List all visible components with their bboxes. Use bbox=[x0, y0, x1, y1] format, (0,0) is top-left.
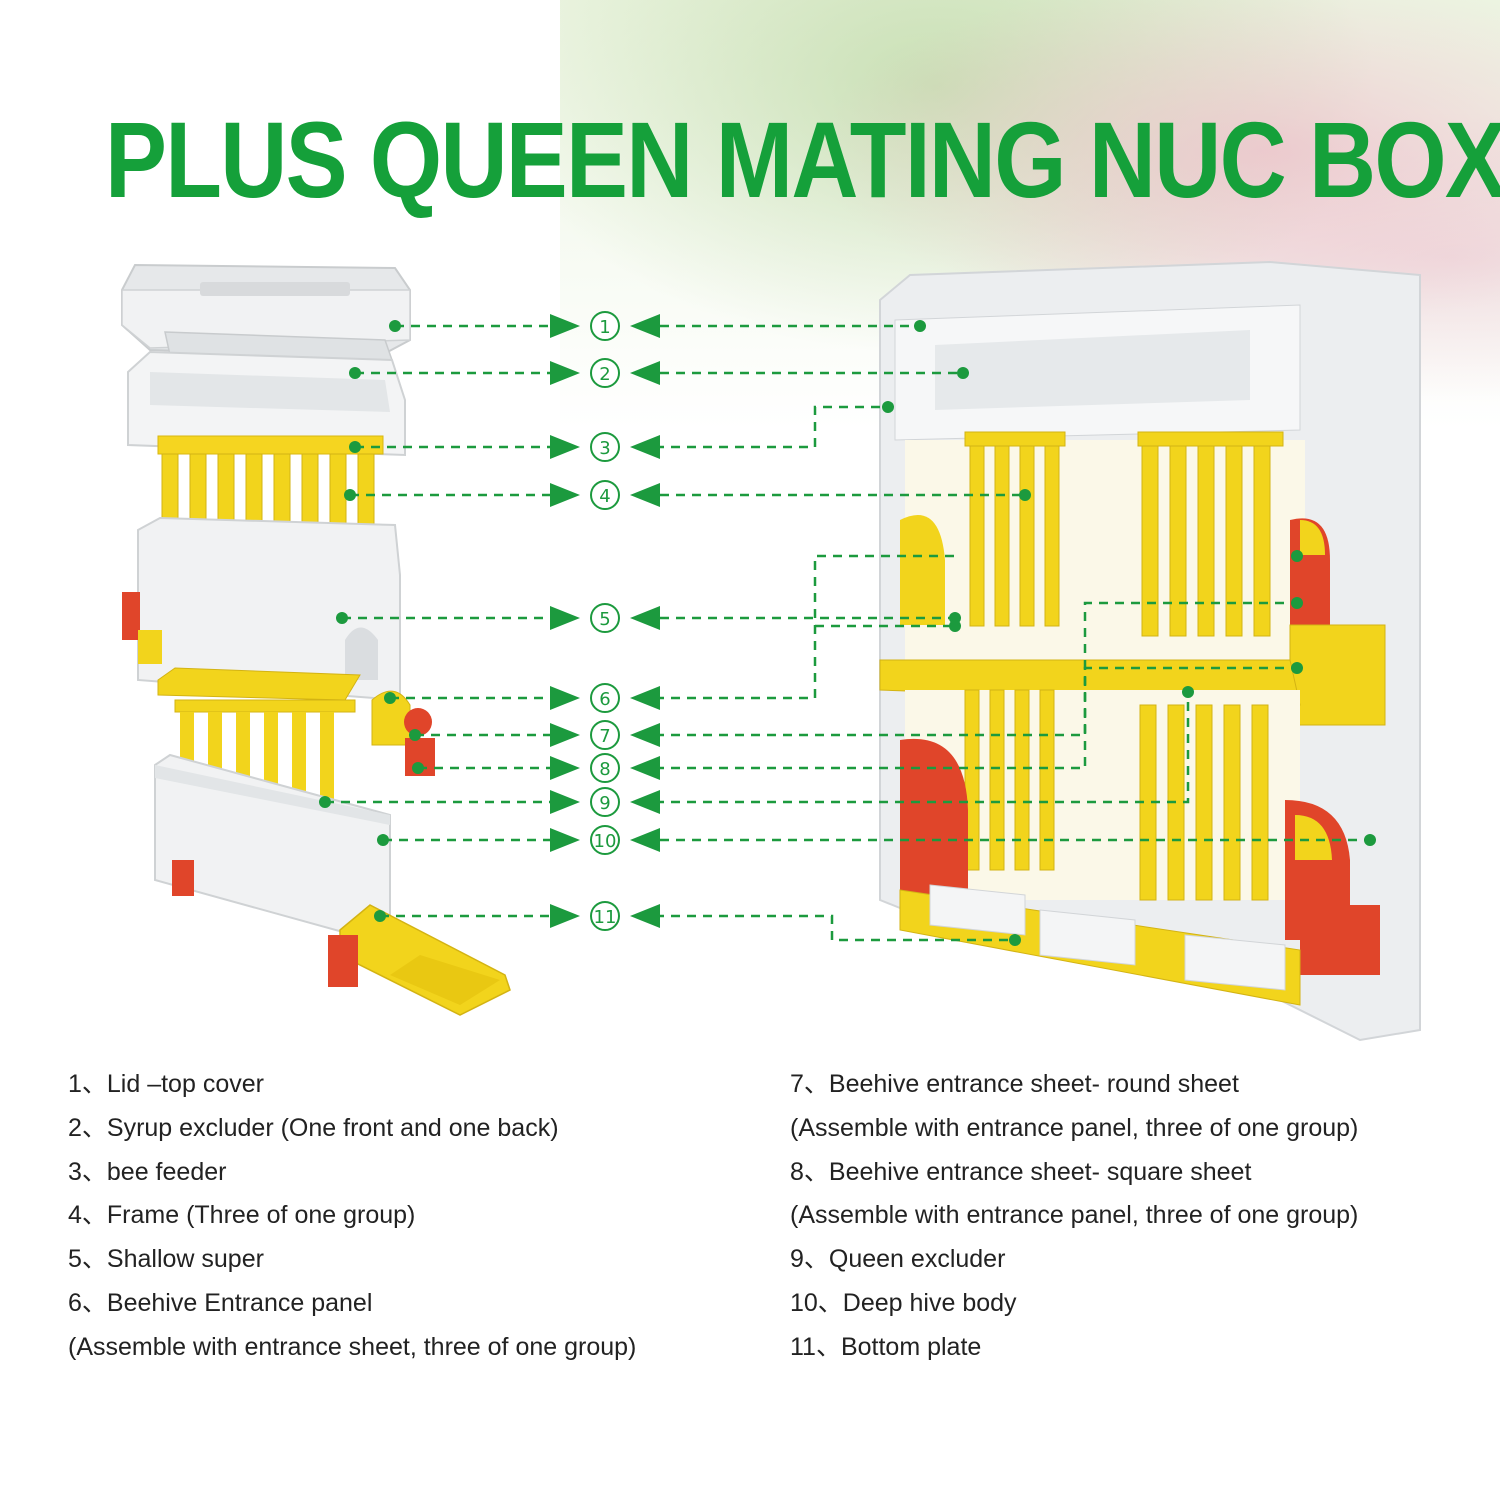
callout-9-number: 9 bbox=[599, 793, 610, 814]
legend-item-6: 6、Beehive Entrance panel bbox=[68, 1288, 373, 1317]
callout-5-right-pointing-arrow bbox=[550, 606, 580, 630]
callout-elbow-line-7 bbox=[655, 914, 1015, 942]
callout-10-number: 10 bbox=[594, 831, 617, 852]
callout-4-number: 4 bbox=[599, 486, 610, 507]
page-title: PLUS QUEEN MATING NUC BOX bbox=[105, 99, 1500, 220]
bee-feeder bbox=[127, 350, 406, 457]
callout-10-right-dot bbox=[1364, 834, 1376, 846]
callout-2-number: 2 bbox=[599, 364, 610, 385]
legend-item-6-note: (Assemble with entrance sheet, three of … bbox=[68, 1332, 637, 1361]
callout-5-left-dot bbox=[336, 612, 348, 624]
callout-1-number: 1 bbox=[599, 317, 610, 338]
callout-3-left-pointing-arrow bbox=[630, 435, 660, 459]
callout-2-right-dot bbox=[957, 367, 969, 379]
callout-8-left-dot bbox=[412, 762, 424, 774]
callout-1-right-dot bbox=[914, 320, 926, 332]
callout-3-right-pointing-arrow bbox=[550, 435, 580, 459]
legend-left-column: 1、Lid –top cover 2、Syrup excluder (One f… bbox=[68, 1063, 748, 1370]
callout-2-badge bbox=[590, 358, 620, 388]
callout-7-right-pointing-arrow bbox=[550, 723, 580, 747]
callout-lines: 1 2 3 4 5 6 7 8 9 10 11 bbox=[319, 311, 1376, 946]
callout-5-badge bbox=[590, 603, 620, 633]
callout-11-right-dot bbox=[1009, 934, 1021, 946]
callout-8-left-pointing-arrow bbox=[630, 756, 660, 780]
callout-5-extra-dot bbox=[949, 620, 961, 632]
callout-2-right-pointing-arrow bbox=[550, 361, 580, 385]
callout-6-number: 6 bbox=[599, 689, 610, 710]
callout-8-right-pointing-arrow bbox=[550, 756, 580, 780]
callout-9-right-pointing-arrow bbox=[550, 790, 580, 814]
callout-9-badge bbox=[590, 787, 620, 817]
callout-2-left-dot bbox=[349, 367, 361, 379]
callout-11-badge bbox=[590, 901, 620, 931]
callout-3-number: 3 bbox=[599, 438, 610, 459]
legend-item-8: 8、Beehive entrance sheet- square sheet bbox=[790, 1157, 1252, 1186]
callout-11-right-pointing-arrow bbox=[550, 904, 580, 928]
legend-item-10: 10、Deep hive body bbox=[790, 1288, 1017, 1317]
callout-7-number: 7 bbox=[599, 726, 610, 747]
callout-10-right-pointing-arrow bbox=[550, 828, 580, 852]
callout-7-badge bbox=[590, 720, 620, 750]
legend-item-2: 2、Syrup excluder (One front and one back… bbox=[68, 1113, 559, 1142]
callout-5-left-pointing-arrow bbox=[630, 606, 660, 630]
callout-11-left-pointing-arrow bbox=[630, 904, 660, 928]
legend-item-7-note: (Assemble with entrance panel, three of … bbox=[790, 1113, 1359, 1142]
callout-elbow-line-5 bbox=[655, 666, 1297, 770]
callout-11-left-dot bbox=[374, 910, 386, 922]
callout-elbow-line-6 bbox=[655, 692, 1190, 804]
legend-item-11: 11、Bottom plate bbox=[790, 1332, 982, 1361]
callout-4-left-pointing-arrow bbox=[630, 483, 660, 507]
callout-10-badge bbox=[590, 825, 620, 855]
callout-6-left-pointing-arrow bbox=[630, 686, 660, 710]
legend-item-7: 7、Beehive entrance sheet- round sheet bbox=[790, 1070, 1239, 1098]
callout-4-badge bbox=[590, 480, 620, 510]
callout-4-left-dot bbox=[344, 489, 356, 501]
bottom-plate bbox=[328, 904, 511, 1016]
legend-item-4: 4、Frame (Three of one group) bbox=[68, 1201, 416, 1230]
callout-10-left-dot bbox=[377, 834, 389, 846]
callout-1-left-pointing-arrow bbox=[630, 314, 660, 338]
callout-1-right-pointing-arrow bbox=[550, 314, 580, 338]
callout-9-left-dot bbox=[319, 796, 331, 808]
callout-5-number: 5 bbox=[599, 609, 610, 630]
callout-6-badge bbox=[590, 683, 620, 713]
callout-10-left-pointing-arrow bbox=[630, 828, 660, 852]
callout-8-number: 8 bbox=[599, 759, 610, 780]
legend-item-3: 3、bee feeder bbox=[68, 1157, 227, 1186]
shallow-super bbox=[122, 516, 401, 702]
legend-item-8-note: (Assemble with entrance panel, three of … bbox=[790, 1201, 1359, 1230]
callout-9-left-pointing-arrow bbox=[630, 790, 660, 814]
callout-3-left-dot bbox=[349, 441, 361, 453]
callout-7-left-pointing-arrow bbox=[630, 723, 660, 747]
left-exploded-view bbox=[121, 263, 511, 1016]
callout-6-right-dot bbox=[1291, 550, 1303, 562]
callout-1-left-dot bbox=[389, 320, 401, 332]
right-cutaway-view bbox=[879, 260, 1421, 1042]
callout-6-left-dot bbox=[384, 692, 396, 704]
callout-11-number: 11 bbox=[594, 907, 617, 928]
legend-item-9: 9、Queen excluder bbox=[790, 1245, 1006, 1274]
callout-3-badge bbox=[590, 432, 620, 462]
legend-item-5: 5、Shallow super bbox=[68, 1245, 264, 1274]
queen-excluder-and-entrance-assembly bbox=[157, 667, 435, 802]
legend-right-column: 7、Beehive entrance sheet- round sheet (A… bbox=[790, 1063, 1480, 1370]
legend-item-1: 1、Lid –top cover bbox=[68, 1070, 264, 1098]
deep-hive-body bbox=[154, 753, 391, 947]
callout-elbow-line-1 bbox=[655, 405, 888, 449]
callout-6-right-pointing-arrow bbox=[550, 686, 580, 710]
callout-4-right-pointing-arrow bbox=[550, 483, 580, 507]
callout-7-left-dot bbox=[409, 729, 421, 741]
callout-8-badge bbox=[590, 753, 620, 783]
callout-2-left-pointing-arrow bbox=[630, 361, 660, 385]
callout-4-right-dot bbox=[1019, 489, 1031, 501]
callout-1-badge bbox=[590, 311, 620, 341]
